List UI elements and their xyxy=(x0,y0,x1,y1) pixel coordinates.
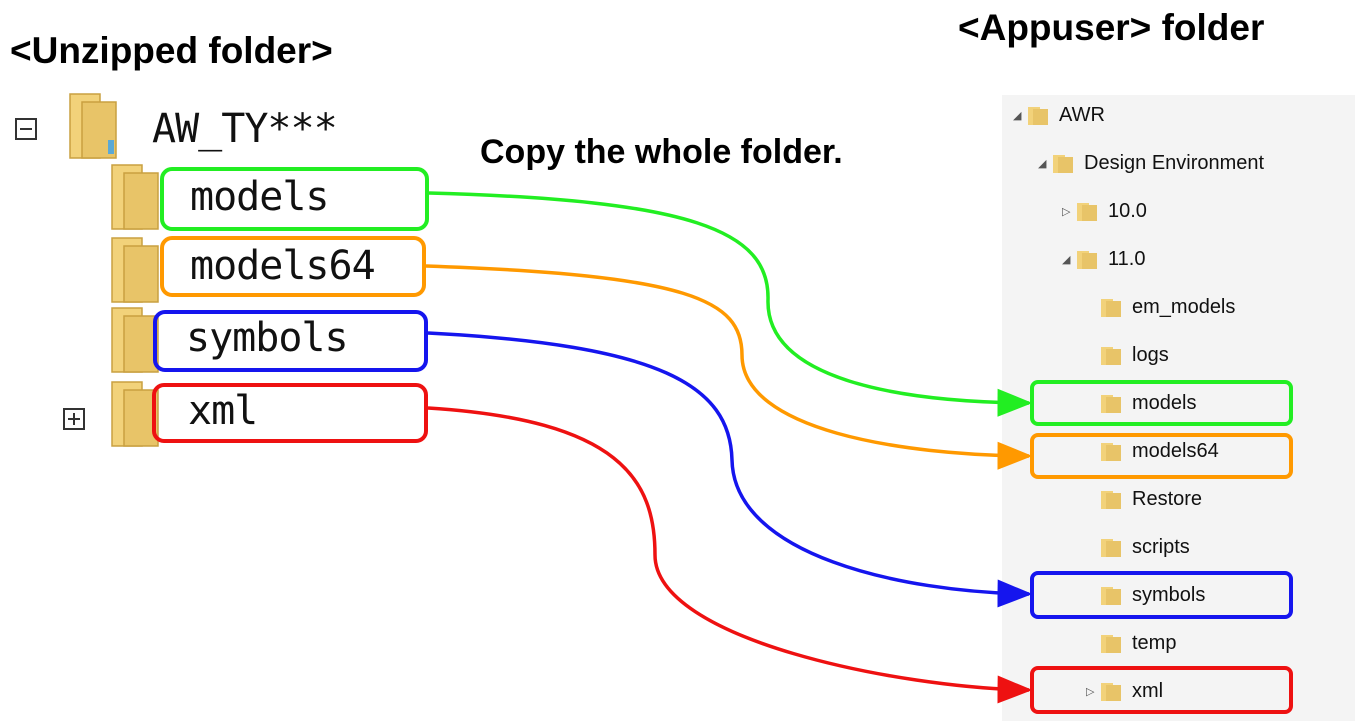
source-root-label: AW_TY*** xyxy=(152,106,338,152)
dest-item-scripts[interactable]: scripts xyxy=(1100,530,1190,564)
dest-item-label: logs xyxy=(1132,343,1169,366)
folder-icon xyxy=(1053,155,1073,173)
dest-item-label: scripts xyxy=(1132,535,1190,558)
source-models-label: models xyxy=(190,174,329,220)
dest-item-label: 11.0 xyxy=(1108,247,1146,270)
folder-icon xyxy=(111,237,159,303)
dest-item-label: em_models xyxy=(1132,295,1236,318)
folder-icon xyxy=(1101,299,1121,317)
dest-item-em-models[interactable]: em_models xyxy=(1100,290,1235,324)
folder-icon xyxy=(1101,683,1121,701)
source-models64-highlight[interactable] xyxy=(160,236,426,297)
collapsed-arrow-icon[interactable]: ▷ xyxy=(1062,205,1071,218)
models64-connector xyxy=(425,264,1033,470)
left-heading: <Unzipped folder> xyxy=(10,30,333,71)
folder-icon xyxy=(69,93,117,159)
folder-icon xyxy=(1077,203,1097,221)
dest-item-label: Design Environment xyxy=(1084,151,1265,174)
folder-icon xyxy=(111,164,159,230)
dest-item-10[interactable]: ▷ 10.0 xyxy=(1062,194,1147,228)
dest-item-label: symbols xyxy=(1132,583,1206,606)
folder-icon xyxy=(1101,635,1121,653)
dest-item-label: 10.0 xyxy=(1108,199,1147,222)
source-symbols-label: symbols xyxy=(186,315,349,361)
models-connector xyxy=(428,191,1033,417)
dest-item-temp[interactable]: temp xyxy=(1100,626,1176,660)
source-xml-label: xml xyxy=(188,388,258,434)
xml-connector xyxy=(427,406,1033,704)
source-models-highlight[interactable] xyxy=(160,167,429,231)
dest-item-models[interactable]: models xyxy=(1100,386,1196,420)
dest-item-models64[interactable]: models64 xyxy=(1100,434,1219,468)
copy-instruction: Copy the whole folder. xyxy=(480,133,843,171)
dest-item-label: xml xyxy=(1132,679,1164,702)
dest-item-restore[interactable]: Restore xyxy=(1100,482,1202,516)
collapse-icon[interactable] xyxy=(15,118,37,140)
right-heading: <Appuser> folder xyxy=(958,7,1265,48)
folder-icon xyxy=(1028,107,1048,125)
symbols-connector xyxy=(427,331,1033,608)
source-symbols-highlight[interactable] xyxy=(153,310,428,372)
dest-item-label: models xyxy=(1132,391,1197,414)
expanded-arrow-icon[interactable]: ◢ xyxy=(1013,109,1022,122)
dest-item-symbols[interactable]: symbols xyxy=(1100,578,1205,612)
folder-icon xyxy=(1101,347,1121,365)
folder-icon xyxy=(111,307,159,373)
dest-item-design-environment[interactable]: ◢ Design Environment xyxy=(1038,146,1264,180)
folder-icon xyxy=(1101,539,1121,557)
dest-item-label: Restore xyxy=(1132,487,1203,510)
collapsed-arrow-icon[interactable]: ▷ xyxy=(1086,685,1095,698)
dest-item-label: models64 xyxy=(1132,439,1219,462)
folder-icon xyxy=(1101,443,1121,461)
dest-item-label: AWR xyxy=(1059,103,1105,126)
dest-item-11[interactable]: ◢ 11.0 xyxy=(1062,242,1145,276)
source-xml-highlight[interactable] xyxy=(152,383,428,443)
dest-item-logs[interactable]: logs xyxy=(1100,338,1169,372)
dest-item-label: temp xyxy=(1132,631,1177,654)
folder-icon xyxy=(1101,491,1121,509)
folder-icon xyxy=(1101,587,1121,605)
expand-icon[interactable] xyxy=(63,408,85,430)
expanded-arrow-icon[interactable]: ◢ xyxy=(1038,157,1047,170)
expanded-arrow-icon[interactable]: ◢ xyxy=(1062,253,1071,266)
folder-icon xyxy=(1101,395,1121,413)
dest-item-awr[interactable]: ◢ AWR xyxy=(1013,98,1105,132)
folder-icon xyxy=(1077,251,1097,269)
dest-item-xml[interactable]: ▷ xml xyxy=(1086,674,1163,708)
source-models64-label: models64 xyxy=(190,243,376,289)
